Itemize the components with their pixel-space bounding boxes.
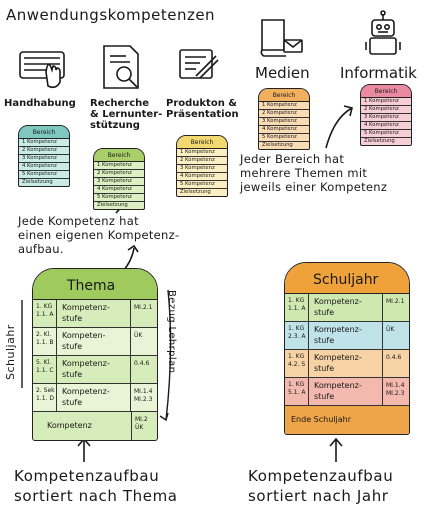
note-kompetenz: Jede Kompetenz hat einen eigenen Kompete… (18, 214, 180, 256)
page-title: Anwendungskompetenzen (6, 6, 216, 24)
caption-informatik: Informatik (340, 64, 417, 82)
book-envelope-icon (260, 19, 303, 57)
thema-card-title: Thema (33, 269, 157, 300)
schuljahr-card-footer: Ende Schuljahr (285, 406, 409, 434)
keyboard-hand-icon (19, 51, 65, 89)
caption-bottom-left: Kompetenzaufbau sortiert nach Thema (14, 467, 178, 505)
document-search-icon (103, 45, 139, 89)
caption-handhabung: Handhabung (4, 98, 76, 109)
side-label-schuljahr: Schuljahr (4, 324, 17, 380)
caption-medien: Medien (255, 64, 310, 82)
arrow-bezug-side (159, 289, 172, 422)
arrow-schuljahr (329, 437, 343, 462)
schuljahr-card-title: Schuljahr (285, 263, 409, 294)
document-pen-icon (179, 49, 219, 79)
table-row: 2. Kl.1.1. B Kompeten-stufe ÜK (33, 328, 157, 356)
caption-bottom-right: Kompetenzaufbau sortiert nach Jahr (248, 467, 394, 505)
arrow-thema (77, 437, 91, 462)
arrow-bereich (325, 105, 353, 149)
caption-produktion: Produkton & Präsentation (166, 98, 239, 120)
robot-icon (365, 10, 401, 55)
table-row: 5. Kl.1.1. C Kompetenz-stufe 0.4.6 (33, 356, 157, 384)
note-bereich: Jeder Bereich hat mehrere Themen mit jew… (240, 152, 388, 194)
side-label-bezug: Bezug Lehrplan (166, 290, 177, 374)
caption-recherche: Recherche & Lernunter- stützung (90, 98, 163, 131)
